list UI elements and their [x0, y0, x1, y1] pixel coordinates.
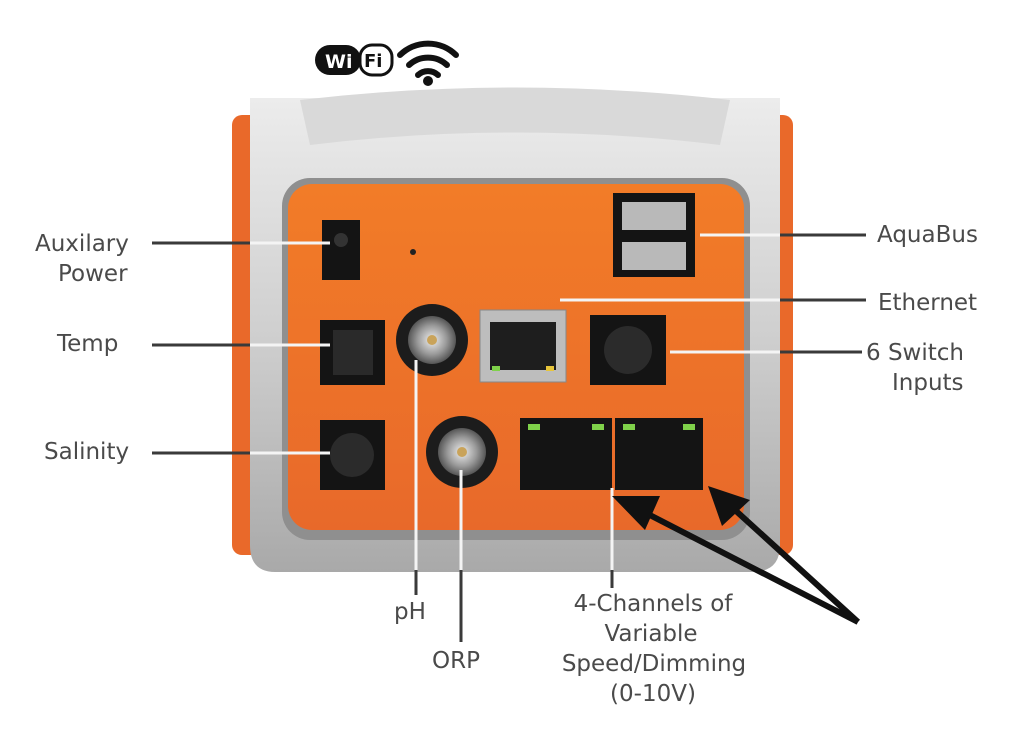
temp-port: [320, 320, 385, 385]
label-ethernet: Ethernet: [878, 290, 977, 316]
svg-text:Variable: Variable: [604, 621, 697, 647]
label-4-channels: 4-Channels of Variable Speed/Dimming (0-…: [562, 591, 746, 707]
salinity-port: [320, 420, 385, 490]
arrow-icons: [612, 486, 861, 625]
switch-inputs-port: [590, 315, 666, 385]
orp-bnc-connector: [426, 416, 498, 488]
label-orp: ORP: [432, 648, 480, 674]
label-power: Power: [58, 261, 128, 287]
wifi-logo: Wi Fi: [315, 40, 459, 86]
label-6-switch: 6 Switch: [866, 340, 964, 366]
aux-power-jack: [322, 220, 360, 280]
label-inputs: Inputs: [892, 370, 964, 396]
leader-lines: [152, 233, 866, 642]
ethernet-port: [479, 309, 567, 383]
status-led: [410, 249, 416, 255]
svg-text:Fi: Fi: [364, 51, 382, 72]
variable-speed-ports: [520, 418, 703, 490]
aquabus-ports: [613, 193, 695, 277]
label-temp: Temp: [56, 331, 118, 357]
svg-text:Wi: Wi: [325, 51, 352, 73]
label-ph: pH: [394, 599, 426, 625]
label-auxiliary: Auxilary: [35, 231, 129, 257]
svg-text:Speed/Dimming: Speed/Dimming: [562, 651, 746, 677]
label-salinity: Salinity: [44, 439, 129, 465]
wifi-icon: [397, 40, 459, 78]
label-aquabus: AquaBus: [877, 222, 978, 248]
ph-bnc-connector: [396, 304, 468, 376]
svg-text:(0-10V): (0-10V): [610, 681, 696, 707]
svg-text:4-Channels of: 4-Channels of: [574, 591, 734, 617]
